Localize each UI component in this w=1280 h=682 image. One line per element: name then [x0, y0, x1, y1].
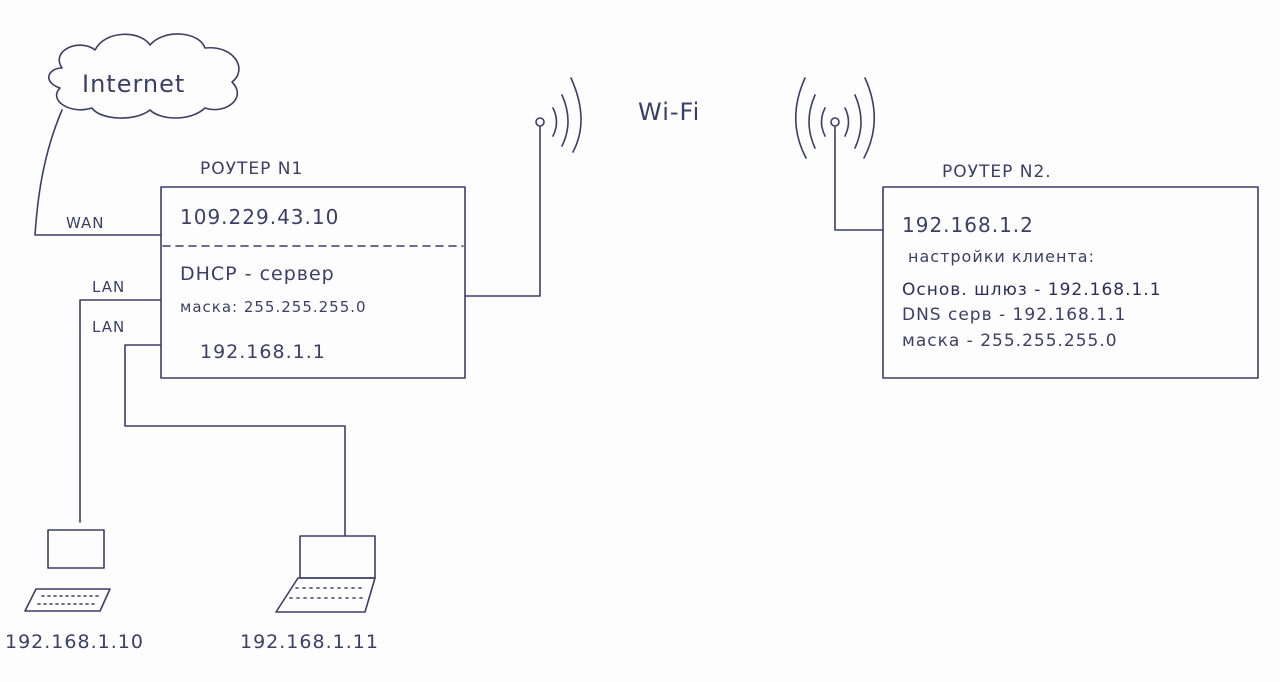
wan-port-label: WAN	[66, 214, 105, 232]
router-1: РОУТЕР N1 109.229.43.10 DHCP - сервер ма…	[160, 159, 466, 379]
internet-label: Internet	[82, 70, 185, 98]
laptop-2-keyboard	[275, 577, 376, 613]
lan-cable-1	[79, 299, 161, 523]
router-1-wifi-waves-icon	[552, 77, 582, 153]
router-2-client-settings: настройки клиента:	[908, 247, 1095, 266]
router-1-antenna-icon	[535, 117, 545, 127]
router-1-box	[160, 186, 466, 379]
router-2-wifi-waves-icon	[794, 77, 876, 159]
router-1-wan-ip: 109.229.43.10	[180, 205, 339, 229]
router-1-dhcp: DHCP - сервер	[180, 263, 335, 285]
router-2-box	[882, 186, 1259, 379]
router-1-lan-ip: 192.168.1.1	[200, 341, 326, 363]
laptop-1-keyboard	[24, 588, 111, 612]
router-2-gateway: Основ. шлюз - 192.168.1.1	[902, 280, 1162, 300]
router-2: РОУТЕР N2. 192.168.1.2 настройки клиента…	[882, 162, 1259, 379]
laptop-1-keys	[37, 595, 101, 605]
laptop-2-screen	[299, 535, 376, 579]
router-1-title: РОУТЕР N1	[200, 159, 303, 179]
router-2-antenna-cable	[834, 126, 884, 231]
laptop-2-ip: 192.168.1.11	[240, 631, 379, 653]
router-2-ip: 192.168.1.2	[902, 213, 1034, 237]
lan-cable-2	[124, 344, 346, 537]
router-2-mask: маска - 255.255.255.0	[902, 331, 1118, 351]
lan-port-label-1: LAN	[92, 278, 125, 296]
laptop-2: 192.168.1.11	[240, 535, 379, 653]
laptop-2-keys	[289, 587, 367, 599]
laptop-1: 192.168.1.10	[5, 529, 144, 653]
router-2-title: РОУТЕР N2.	[942, 162, 1052, 182]
wan-cable	[34, 109, 161, 236]
laptop-1-ip: 192.168.1.10	[5, 631, 144, 653]
router-1-antenna-cable	[464, 126, 541, 297]
wifi-label: Wi-Fi	[638, 98, 700, 126]
lan-port-label-2: LAN	[92, 318, 125, 336]
router-2-dns: DNS серв - 192.168.1.1	[902, 305, 1126, 325]
router-2-antenna-icon	[830, 117, 840, 127]
internet-cloud: Internet	[48, 33, 240, 119]
router-1-mask: маска: 255.255.255.0	[180, 298, 367, 316]
laptop-1-screen	[47, 529, 105, 569]
